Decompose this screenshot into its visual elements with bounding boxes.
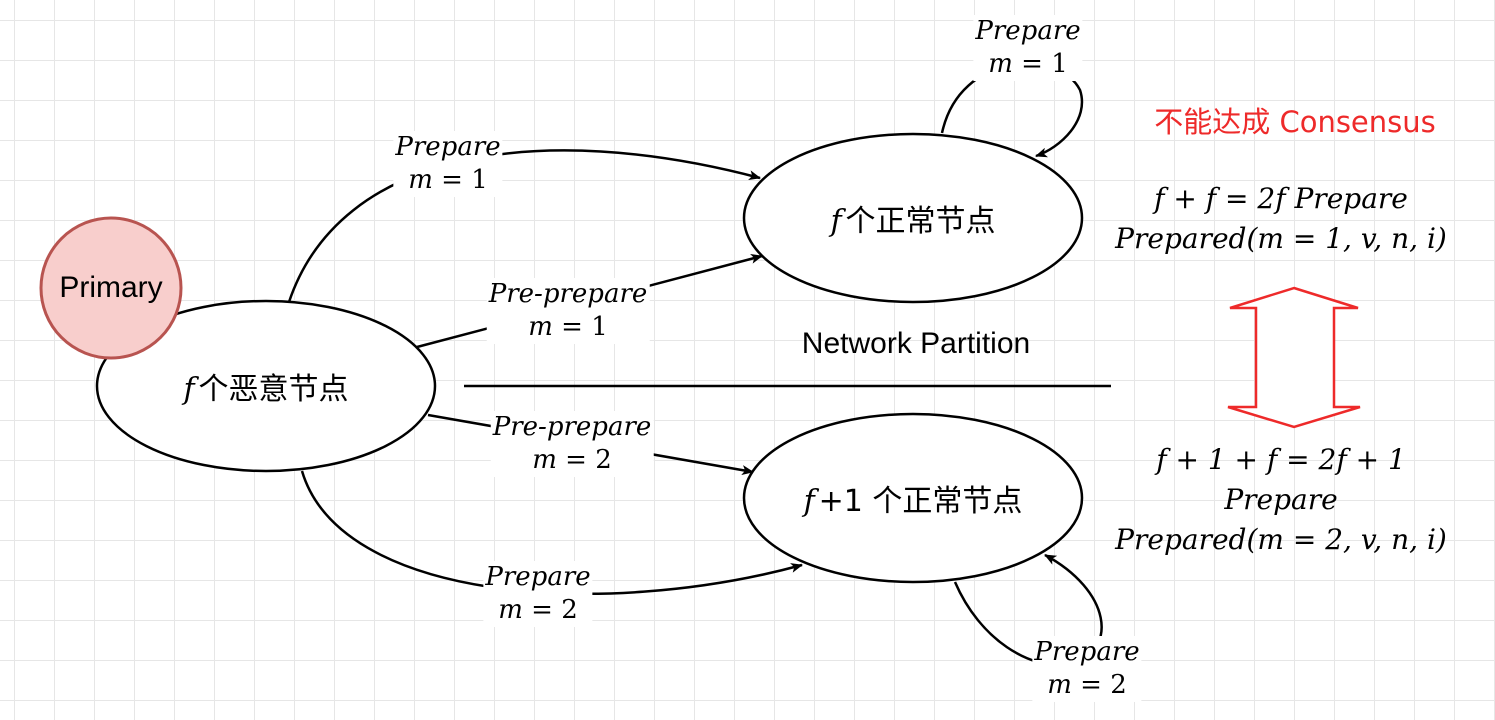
- msg-top-preprepare-type: Pre-prepare: [488, 279, 648, 309]
- msg-bottom-prepare: Prepare m = 2: [483, 561, 593, 627]
- partition-label: Network Partition: [801, 327, 1031, 360]
- honest-bottom-text: +1 个正常节点: [818, 484, 1023, 519]
- msg-top-preprepare-value: = 1: [561, 312, 608, 342]
- msg-top-self: Prepare m = 1: [973, 15, 1083, 81]
- msg-bottom-preprepare-value: = 2: [565, 445, 612, 475]
- node-honest-top: [742, 132, 1084, 304]
- msg-top-prepare: Prepare m = 1: [393, 131, 503, 197]
- top-summary: f + f = 2f Prepare Prepared(m = 1, v, n,…: [1115, 179, 1447, 259]
- node-faulty: [95, 299, 437, 473]
- double-arrow-icon: [1227, 286, 1361, 429]
- msg-top-self-value: = 1: [1021, 49, 1068, 79]
- msg-bottom-self-type: Prepare: [1034, 637, 1140, 667]
- bottom-summary-line3: Prepared(m = 2, v, n, i): [1115, 523, 1447, 556]
- honest-top-f: f: [830, 204, 842, 239]
- msg-bottom-preprepare: Pre-prepare m = 2: [490, 411, 654, 477]
- bottom-summary-line2: Prepare: [1224, 483, 1338, 516]
- faulty-node-text: 个恶意节点: [198, 372, 349, 407]
- msg-bottom-self-var: m: [1047, 670, 1072, 700]
- msg-bottom-preprepare-var: m: [532, 445, 557, 475]
- msg-top-preprepare: Pre-prepare m = 1: [486, 278, 650, 344]
- msg-bottom-prepare-var: m: [498, 595, 523, 625]
- msg-bottom-prepare-type: Prepare: [485, 562, 591, 592]
- bottom-summary: f + 1 + f = 2f + 1 Prepare Prepared(m = …: [1115, 440, 1447, 560]
- top-summary-line2: Prepared(m = 1, v, n, i): [1115, 222, 1447, 255]
- msg-bottom-self-value: = 2: [1080, 670, 1127, 700]
- msg-top-preprepare-var: m: [528, 312, 553, 342]
- honest-bottom-label: f+1 个正常节点: [804, 476, 1023, 520]
- no-consensus-label: 不能达成 Consensus: [1154, 105, 1436, 139]
- msg-top-prepare-type: Prepare: [395, 132, 501, 162]
- primary-label-text: Primary: [59, 271, 163, 304]
- honest-bottom-f: f: [803, 484, 815, 519]
- top-summary-line1: f + f = 2f Prepare: [1154, 182, 1408, 215]
- bottom-summary-line1: f + 1 + f = 2f + 1: [1156, 443, 1406, 476]
- node-primary: [39, 216, 183, 360]
- msg-top-self-var: m: [988, 49, 1013, 79]
- msg-bottom-self: Prepare m = 2: [1032, 636, 1142, 702]
- node-honest-bottom: [742, 412, 1084, 584]
- msg-top-prepare-value: = 1: [441, 165, 488, 195]
- msg-bottom-prepare-value: = 2: [531, 595, 578, 625]
- faulty-node-f: f: [183, 372, 195, 407]
- honest-top-text: 个正常节点: [845, 204, 996, 239]
- msg-top-prepare-var: m: [408, 165, 433, 195]
- msg-top-self-type: Prepare: [975, 16, 1081, 46]
- msg-bottom-preprepare-type: Pre-prepare: [492, 412, 652, 442]
- primary-label: Primary: [59, 271, 162, 305]
